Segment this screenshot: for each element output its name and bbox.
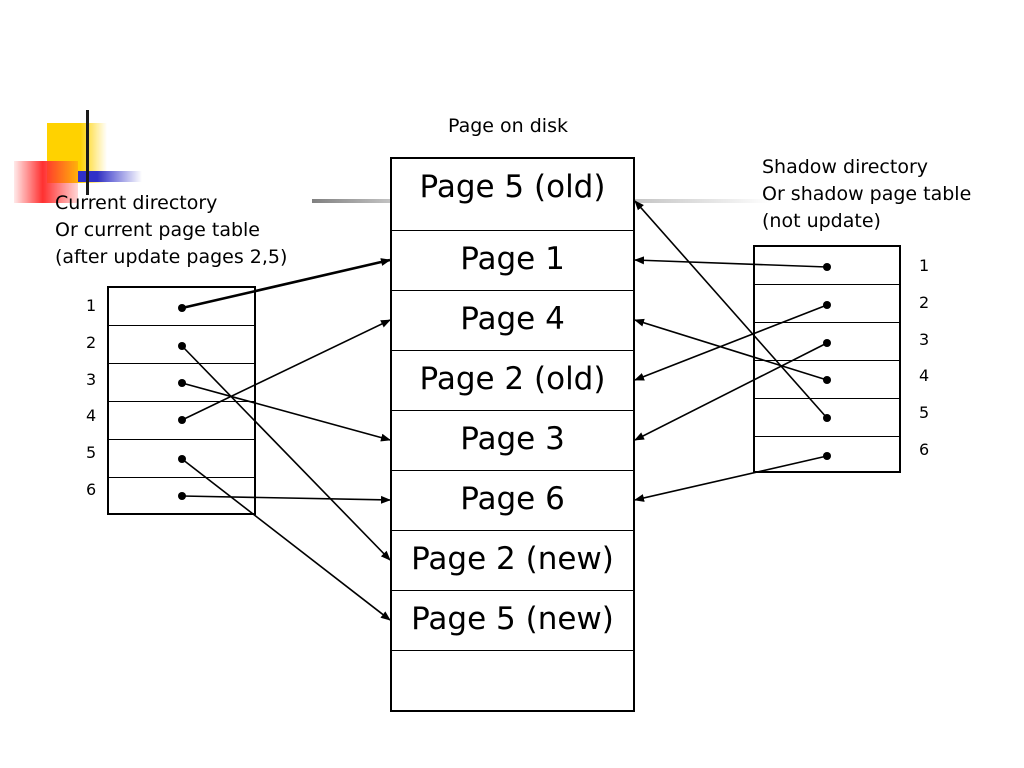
shadow-row-number-3: 3	[919, 330, 930, 349]
decor-red-square	[14, 161, 78, 203]
shadow-pointer-dot-1	[823, 263, 831, 271]
shadow-pointer-dot-3	[823, 339, 831, 347]
current-pointer-arrow-4	[181, 319, 391, 421]
shadow-directory-table	[753, 245, 901, 473]
current-pointer-arrow-6	[181, 495, 391, 504]
disk-page-1: Page 5 (old)	[392, 159, 633, 231]
current-row-number-6: 6	[86, 480, 97, 499]
shadow-row-number-5: 5	[919, 403, 930, 422]
decor-vertical-rule	[86, 110, 89, 195]
disk-page-7: Page 2 (new)	[392, 531, 633, 591]
shadow-directory-label: Shadow directory Or shadow page table (n…	[762, 153, 971, 234]
current-row-number-5: 5	[86, 443, 97, 462]
disk-page-store: Page 5 (old) Page 1 Page 4 Page 2 (old) …	[390, 157, 635, 712]
current-directory-row-5	[109, 440, 254, 478]
shadow-row-number-4: 4	[919, 366, 930, 385]
disk-page-3: Page 4	[392, 291, 633, 351]
shadow-pointer-arrow-4	[634, 318, 828, 381]
shadow-row-number-1: 1	[919, 256, 930, 275]
current-pointer-arrow-2	[181, 345, 391, 561]
disk-page-2: Page 1	[392, 231, 633, 291]
current-row-number-2: 2	[86, 333, 97, 352]
shadow-pointer-dot-4	[823, 376, 831, 384]
current-directory-row-1	[109, 288, 254, 326]
current-row-number-4: 4	[86, 406, 97, 425]
shadow-directory-row-2	[755, 285, 899, 323]
shadow-directory-label-line-2: Or shadow page table	[762, 183, 972, 205]
current-directory-row-2	[109, 326, 254, 364]
shadow-pointer-arrow-1	[634, 256, 828, 268]
shadow-row-number-2: 2	[919, 293, 930, 312]
shadow-directory-label-line-3: (not update)	[762, 210, 881, 232]
shadow-pointer-dot-5	[823, 414, 831, 422]
shadow-directory-row-3	[755, 323, 899, 361]
disk-page-5: Page 3	[392, 411, 633, 471]
shadow-row-number-6: 6	[919, 440, 930, 459]
shadow-pointer-arrow-5	[634, 200, 828, 419]
shadow-directory-row-5	[755, 399, 899, 437]
current-directory-label: Current directory Or current page table …	[55, 189, 287, 270]
current-pointer-dot-3	[178, 379, 186, 387]
current-row-number-3: 3	[86, 370, 97, 389]
current-pointer-dot-1	[178, 304, 186, 312]
shadow-pointer-arrow-3	[634, 342, 828, 441]
disk-title: Page on disk	[448, 115, 568, 137]
decor-horizontal-rule-left	[312, 199, 392, 203]
decor-blue-bar	[78, 171, 142, 182]
current-pointer-dot-5	[178, 455, 186, 463]
shadow-directory-label-line-1: Shadow directory	[762, 156, 929, 178]
current-directory-label-line-3: (after update pages 2,5)	[55, 246, 288, 268]
shadow-pointer-dot-6	[823, 452, 831, 460]
disk-page-6: Page 6	[392, 471, 633, 531]
current-pointer-arrow-1	[181, 258, 391, 310]
current-directory-label-line-1: Current directory	[55, 192, 218, 214]
disk-page-8: Page 5 (new)	[392, 591, 633, 651]
shadow-pointer-arrow-6	[634, 455, 828, 502]
current-directory-row-3	[109, 364, 254, 402]
current-pointer-arrow-5	[181, 458, 391, 621]
current-pointer-arrow-3	[181, 382, 391, 442]
shadow-directory-row-1	[755, 247, 899, 285]
current-pointer-dot-6	[178, 492, 186, 500]
decor-horizontal-rule-right	[634, 199, 770, 203]
current-pointer-dot-2	[178, 342, 186, 350]
current-directory-label-line-2: Or current page table	[55, 219, 261, 241]
shadow-pointer-dot-2	[823, 301, 831, 309]
current-directory-table	[107, 286, 256, 515]
current-directory-row-4	[109, 402, 254, 440]
current-pointer-dot-4	[178, 416, 186, 424]
shadow-directory-row-4	[755, 361, 899, 399]
disk-page-4: Page 2 (old)	[392, 351, 633, 411]
current-row-number-1: 1	[86, 296, 97, 315]
shadow-pointer-arrow-2	[634, 304, 828, 381]
